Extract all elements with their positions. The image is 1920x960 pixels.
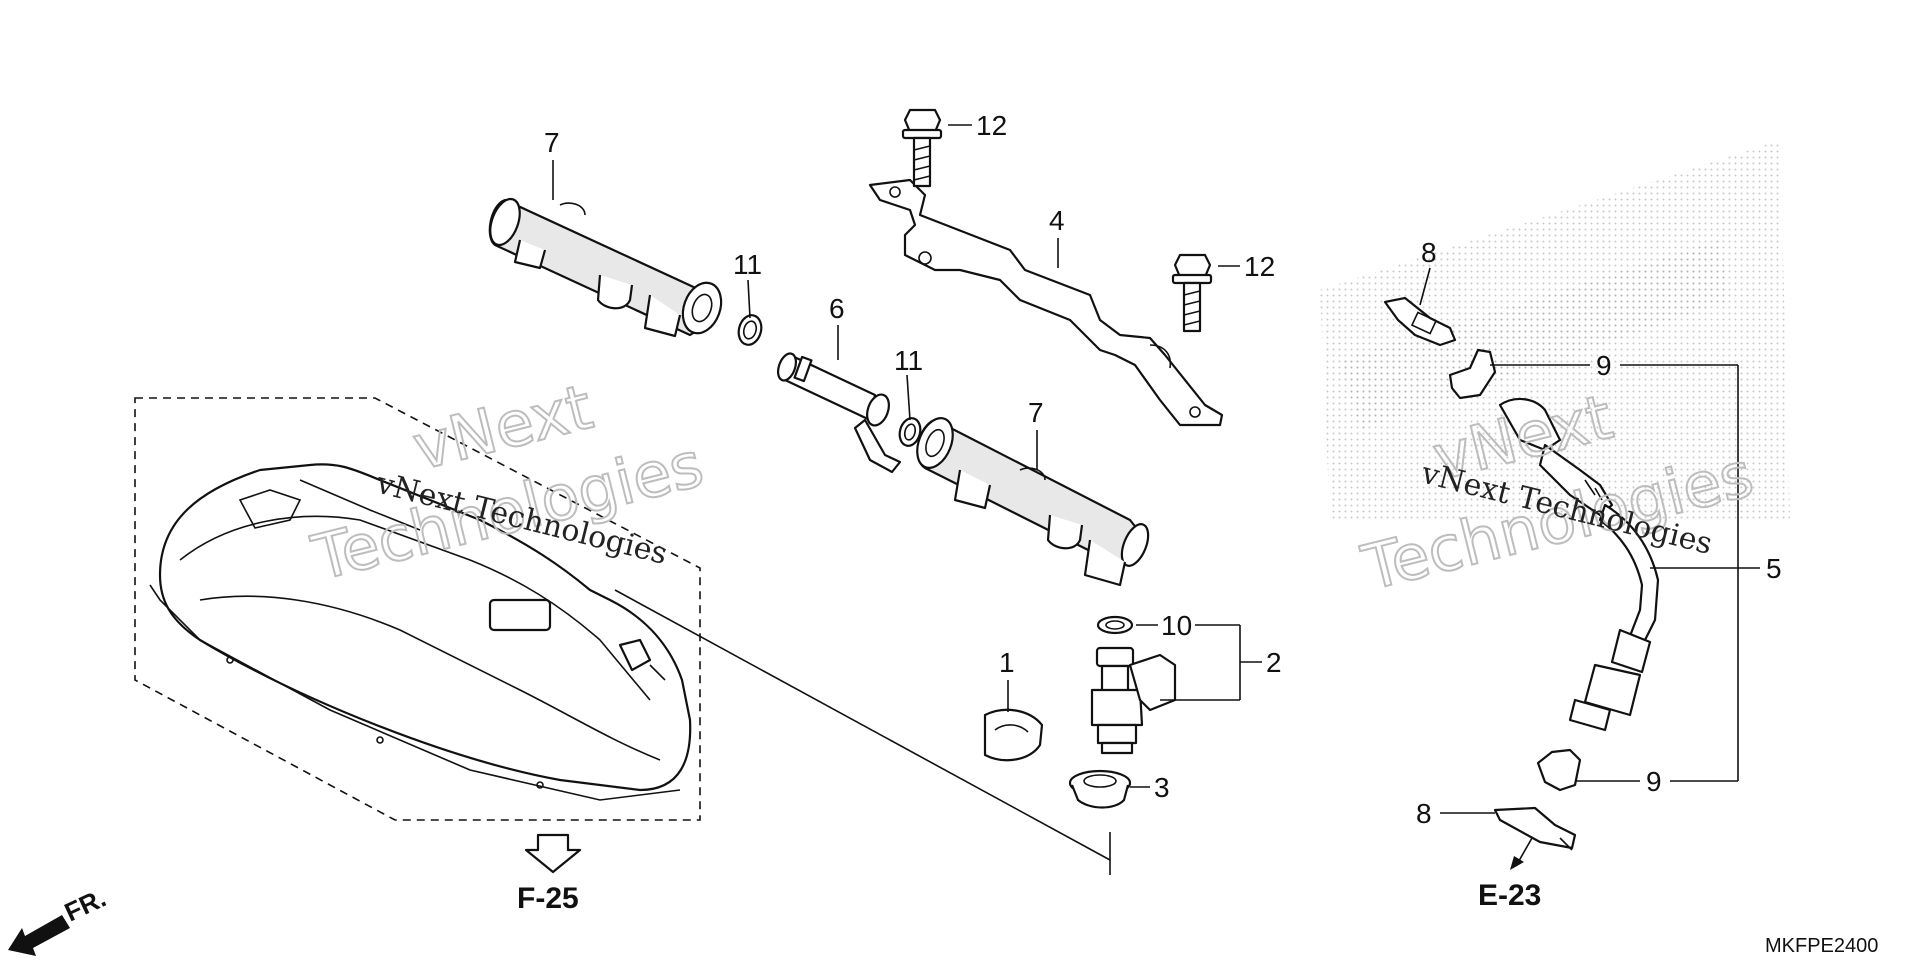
callout-1: 1 [999, 647, 1015, 678]
harness-clip-upper[interactable] [1383, 296, 1457, 347]
callout-7-lower: 7 [1028, 397, 1044, 428]
callout-9-upper: 9 [1596, 350, 1612, 381]
callout-9-lower: 9 [1646, 766, 1662, 797]
injector-cushion[interactable] [1068, 769, 1132, 809]
o-ring-upper[interactable] [735, 313, 764, 348]
injector-seal[interactable] [1096, 615, 1134, 635]
leader-lines [552, 124, 1760, 875]
fuel-rail-upper[interactable] [485, 195, 728, 339]
front-label: FR. [60, 883, 111, 928]
callout-12-lower: 12 [1244, 251, 1275, 282]
fuel-joint[interactable] [775, 351, 902, 474]
drawing-code: MKFPE2400 [1765, 935, 1878, 957]
callout-8-upper: 8 [1421, 237, 1437, 268]
callout-5: 5 [1766, 553, 1782, 584]
harness-clip-lower[interactable] [1493, 806, 1577, 851]
ref-f25[interactable]: F-25 [517, 882, 579, 915]
callout-11-upper: 11 [733, 249, 762, 280]
fuel-rail-lower[interactable] [910, 413, 1153, 587]
fuel-rail-bracket[interactable] [868, 178, 1224, 427]
ref-e23[interactable]: E-23 [1478, 879, 1541, 912]
bolt-lower[interactable] [1171, 253, 1213, 333]
injector-clip[interactable] [983, 708, 1044, 762]
callout-2: 2 [1266, 647, 1282, 678]
o-ring-lower[interactable] [897, 416, 924, 448]
callout-3: 3 [1154, 772, 1170, 803]
sub-harness[interactable] [1498, 397, 1660, 732]
harness-clamp-lower[interactable] [1536, 748, 1582, 792]
arrow-front-left-icon [8, 915, 70, 956]
callout-6: 6 [829, 293, 845, 324]
harness-clamp-upper[interactable] [1448, 348, 1497, 400]
callout-10: 10 [1161, 610, 1192, 641]
callout-8-lower: 8 [1416, 798, 1432, 829]
stipple-wing [1340, 240, 1730, 430]
bolt-upper[interactable] [901, 108, 943, 188]
callout-11-lower: 11 [894, 345, 923, 376]
air-cleaner-cover[interactable] [149, 463, 692, 801]
down-arrow-icon [524, 833, 582, 874]
callout-12-upper: 12 [976, 110, 1007, 141]
callout-7-upper: 7 [544, 127, 560, 158]
air-cleaner-dashed-box [134, 397, 701, 821]
fuel-injector[interactable] [1090, 646, 1177, 755]
down-arrow-icon [1510, 837, 1533, 870]
callout-4: 4 [1049, 205, 1065, 236]
